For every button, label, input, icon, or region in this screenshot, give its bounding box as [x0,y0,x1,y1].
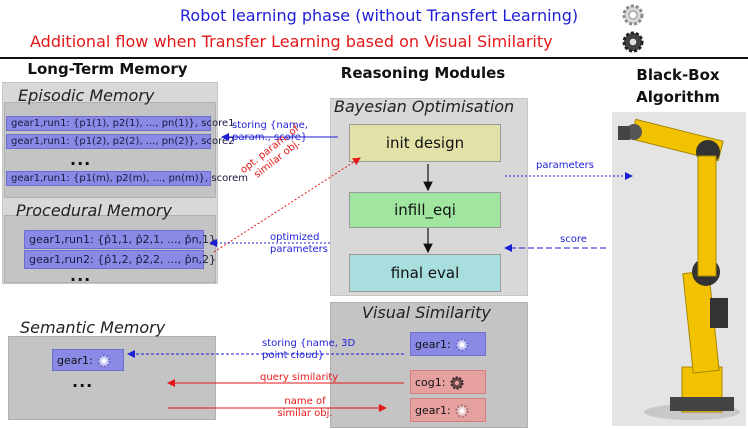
episodic-row: gear1,run1: {p1(m), p2(m), ..., pn(m)}, … [6,171,248,186]
col-head-reasoning: Reasoning Modules [340,64,506,82]
note-parameters: parameters [536,160,595,171]
col-head-ltm: Long-Term Memory [27,60,188,78]
robot-arm-image [618,118,740,420]
step-final-eval: final eval [349,254,501,292]
vs-item-gear: gear1: [410,332,486,356]
episodic-title: Episodic Memory [18,86,155,105]
col-head-blackbox: Black-Box Algorithm [636,66,720,106]
procedural-title: Procedural Memory [16,201,172,220]
vs-item-cog: cog1: [410,370,486,394]
cog-icon [450,376,464,390]
vs-item-label: gear1: [415,404,451,417]
semantic-item-label: gear1: [57,354,93,367]
legend-phase2-text: Additional flow when Transfer Learning b… [30,32,553,51]
step-infill: infill_eqi [349,192,501,228]
semantic-item: gear1: [52,349,124,371]
separator-line [0,57,748,59]
procedural-ellipsis: ... [70,266,92,285]
arrow-opt-param [213,157,361,253]
note-score: score [560,234,587,245]
blackbox-panel [612,112,746,426]
episodic-ellipsis: ... [70,150,92,169]
legend-phase1: Robot learning phase (without Transfert … [180,6,578,25]
semantic-title: Semantic Memory [20,318,166,337]
note-optimized: optimized parameters [270,232,329,255]
step-init-design: init design [349,124,501,162]
episodic-row: gear1,run1: {p1(1), p2(1), ..., pn(1)}, … [6,116,235,131]
legend-phase1-text: Robot learning phase (without Transfert … [180,6,579,25]
legend-phase2: Additional flow when Transfer Learning b… [30,32,553,51]
vs-item-gear-similar: gear1: [410,398,486,422]
bayes-title: Bayesian Optimisation [334,97,515,116]
note-storing-cloud: storing {name, 3D point cloud} [262,338,356,361]
note-storing-name: storing {name, param., score} [232,120,308,143]
cog-icon [622,31,644,53]
note-query: query similarity [260,372,339,383]
episodic-row: gear1,run1: {p1(2), p2(2), ..., pn(2)}, … [6,134,235,149]
visual-title: Visual Similarity [362,303,491,322]
gear-icon [455,338,469,352]
semantic-ellipsis: ... [72,372,94,391]
vs-item-label: cog1: [415,376,446,389]
note-name-similar: name of similar obj. [277,396,333,419]
gear-icon [622,4,644,26]
procedural-row: gear1,run1: {p̂1,1, p̂2,1, ..., p̂n,1} [24,230,216,249]
procedural-row: gear1,run2: {p̂1,2, p̂2,2, ..., p̂n,2} [24,250,216,269]
procedural-memory-panel [4,215,216,283]
gear-icon [455,404,469,418]
gear-icon [97,354,111,368]
vs-item-label: gear1: [415,338,451,351]
